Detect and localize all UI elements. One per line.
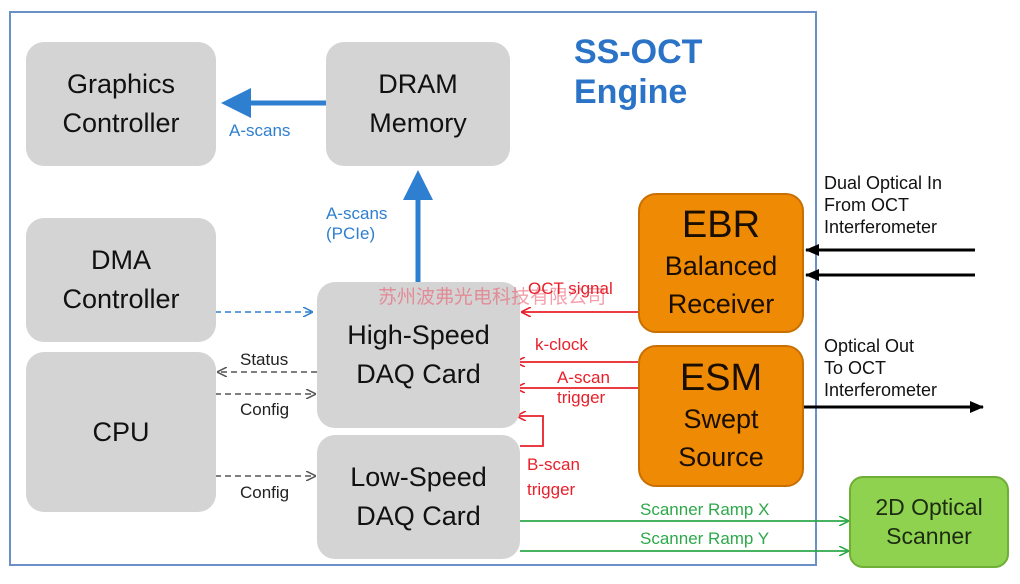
dram-memory-line-2: Memory bbox=[369, 108, 467, 138]
optical-scanner-box: 2D Optical Scanner bbox=[849, 476, 1009, 568]
ebr-balanced-receiver-box: EBR Balanced Receiver bbox=[638, 193, 804, 333]
cpu-box: CPU bbox=[26, 352, 216, 512]
ascans-pcie-label: A-scans (PCIe) bbox=[326, 204, 387, 244]
ascans-graphics-label: A-scans bbox=[229, 121, 291, 140]
optical-scanner-line-1: 2D Optical bbox=[875, 494, 983, 520]
high-speed-daq-line-1: High-Speed bbox=[347, 320, 490, 350]
ascans-pcie-line-2: (PCIe) bbox=[326, 224, 376, 243]
a-scan-trigger-line-2: trigger bbox=[557, 388, 606, 407]
dual-optical-in-line-1: Dual Optical In bbox=[824, 173, 943, 193]
dma-controller-box: DMA Controller bbox=[26, 218, 216, 342]
esm-line-2: Swept bbox=[683, 404, 759, 434]
graphics-controller-box: Graphics Controller bbox=[26, 42, 216, 166]
oct-signal-label: OCT signal bbox=[528, 279, 613, 298]
b-scan-trigger-line-1: B-scan bbox=[527, 455, 580, 474]
esm-swept-source-box: ESM Swept Source bbox=[638, 345, 804, 487]
a-scan-trigger-line-1: A-scan bbox=[557, 368, 610, 387]
ss-oct-engine-boundary bbox=[9, 11, 817, 566]
ebr-line-2: Balanced bbox=[664, 251, 778, 281]
dram-memory-line-1: DRAM bbox=[378, 69, 458, 99]
dual-optical-in-label: Dual Optical In From OCT Interferometer bbox=[824, 172, 942, 238]
esm-title: ESM bbox=[679, 357, 763, 399]
watermark-text: 苏州波弗光电科技有限公司 bbox=[378, 287, 607, 308]
low-speed-daq-line-2: DAQ Card bbox=[356, 501, 481, 531]
scanner-ramp-x-label: Scanner Ramp X bbox=[640, 500, 770, 519]
dma-controller-line-2: Controller bbox=[62, 284, 180, 314]
optical-out-line-2: To OCT bbox=[824, 358, 887, 378]
graphics-controller-line-1: Graphics bbox=[66, 69, 176, 99]
dma-controller-line-1: DMA bbox=[91, 245, 151, 275]
high-speed-daq-line-2: DAQ Card bbox=[356, 359, 481, 389]
b-scan-trigger-line-2: trigger bbox=[527, 480, 576, 499]
optical-out-line-3: Interferometer bbox=[824, 380, 938, 400]
ebr-line-3: Receiver bbox=[667, 289, 775, 319]
cpu-label: CPU bbox=[92, 416, 150, 447]
config-ls-label: Config bbox=[240, 483, 290, 502]
low-speed-daq-card-box: Low-Speed DAQ Card bbox=[317, 435, 520, 559]
dual-optical-in-line-2: From OCT bbox=[824, 195, 909, 215]
b-scan-trigger-arrow bbox=[517, 416, 544, 447]
b-scan-trigger-label: B-scan trigger bbox=[527, 452, 580, 502]
low-speed-daq-line-1: Low-Speed bbox=[350, 462, 487, 492]
ascans-pcie-line-1: A-scans bbox=[326, 204, 388, 223]
engine-title: SS-OCT Engine bbox=[574, 32, 702, 112]
ebr-title: EBR bbox=[681, 204, 761, 246]
dual-optical-in-line-3: Interferometer bbox=[824, 217, 938, 237]
optical-scanner-line-2: Scanner bbox=[886, 523, 972, 549]
status-label: Status bbox=[240, 350, 289, 369]
k-clock-label: k-clock bbox=[535, 335, 588, 354]
esm-line-3: Source bbox=[678, 442, 764, 472]
dram-memory-box: DRAM Memory bbox=[326, 42, 510, 166]
engine-title-line-2: Engine bbox=[574, 73, 688, 111]
engine-title-line-1: SS-OCT bbox=[574, 33, 703, 71]
optical-out-label: Optical Out To OCT Interferometer bbox=[824, 335, 937, 401]
high-speed-daq-card-box: High-Speed DAQ Card bbox=[317, 282, 520, 428]
graphics-controller-line-2: Controller bbox=[62, 108, 180, 138]
scanner-ramp-y-label: Scanner Ramp Y bbox=[640, 529, 770, 548]
config-hs-label: Config bbox=[240, 400, 290, 419]
optical-out-line-1: Optical Out bbox=[824, 336, 915, 356]
a-scan-trigger-label: A-scan trigger bbox=[557, 368, 610, 408]
